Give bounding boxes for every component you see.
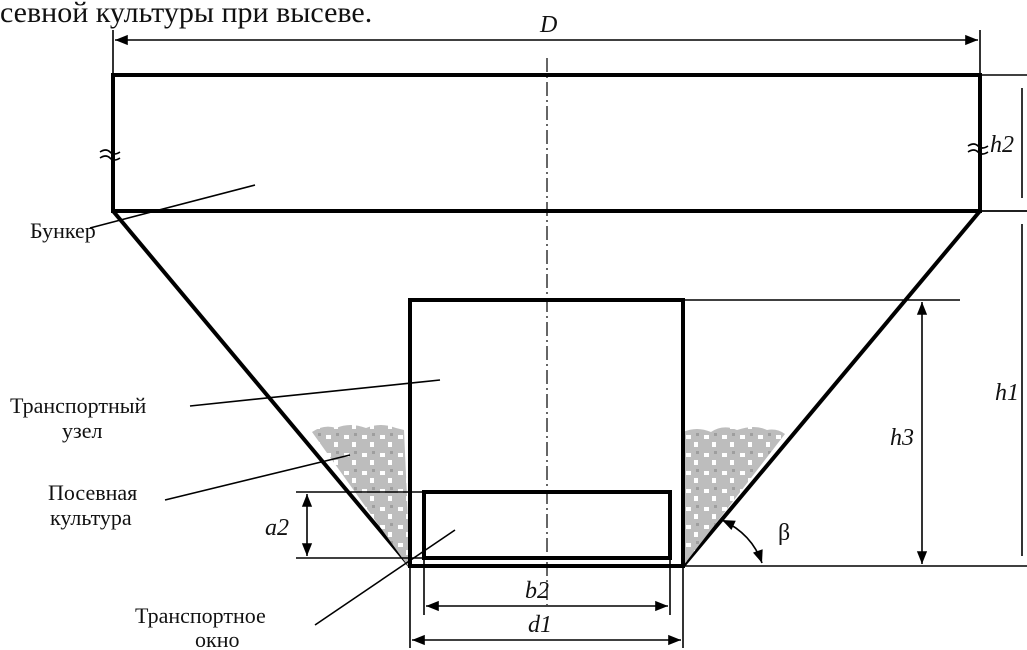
label-bunker: Бункер <box>30 218 96 243</box>
label-window-1: Транспортное <box>135 603 266 628</box>
dim-d1-label: d1 <box>528 612 552 638</box>
seed-left <box>312 425 410 566</box>
label-seed-1: Посевная <box>48 480 137 505</box>
funnel-left-side <box>111 209 412 568</box>
beta-arc <box>721 519 763 564</box>
dim-h3-label: h3 <box>890 425 914 451</box>
dim-a2-label: a2 <box>265 515 289 541</box>
dim-h1-label: h1 <box>995 380 1019 406</box>
beta-label: β <box>778 520 790 546</box>
leader-bunker <box>89 184 256 229</box>
dim-h2-label: h2 <box>990 132 1014 158</box>
break-mark-left-2 <box>99 155 121 161</box>
dim-b2-label: b2 <box>525 578 549 604</box>
label-transport-node-2: узел <box>62 418 102 443</box>
leader-transport-node <box>189 379 441 407</box>
label-window-2: окно <box>195 627 239 650</box>
transport-window <box>422 490 672 560</box>
funnel-right-side <box>681 209 982 568</box>
dim-D-label: D <box>539 12 557 38</box>
leader-window <box>314 529 456 626</box>
break-mark-right <box>967 143 989 149</box>
label-seed-2: культура <box>50 505 132 530</box>
break-mark-right-2 <box>967 149 989 155</box>
label-transport-node-1: Транспортный <box>10 393 147 418</box>
seed-right <box>683 427 785 566</box>
break-mark-left <box>99 149 121 155</box>
leader-seed <box>164 454 351 501</box>
header-text: севной культуры при высеве. <box>0 0 372 29</box>
